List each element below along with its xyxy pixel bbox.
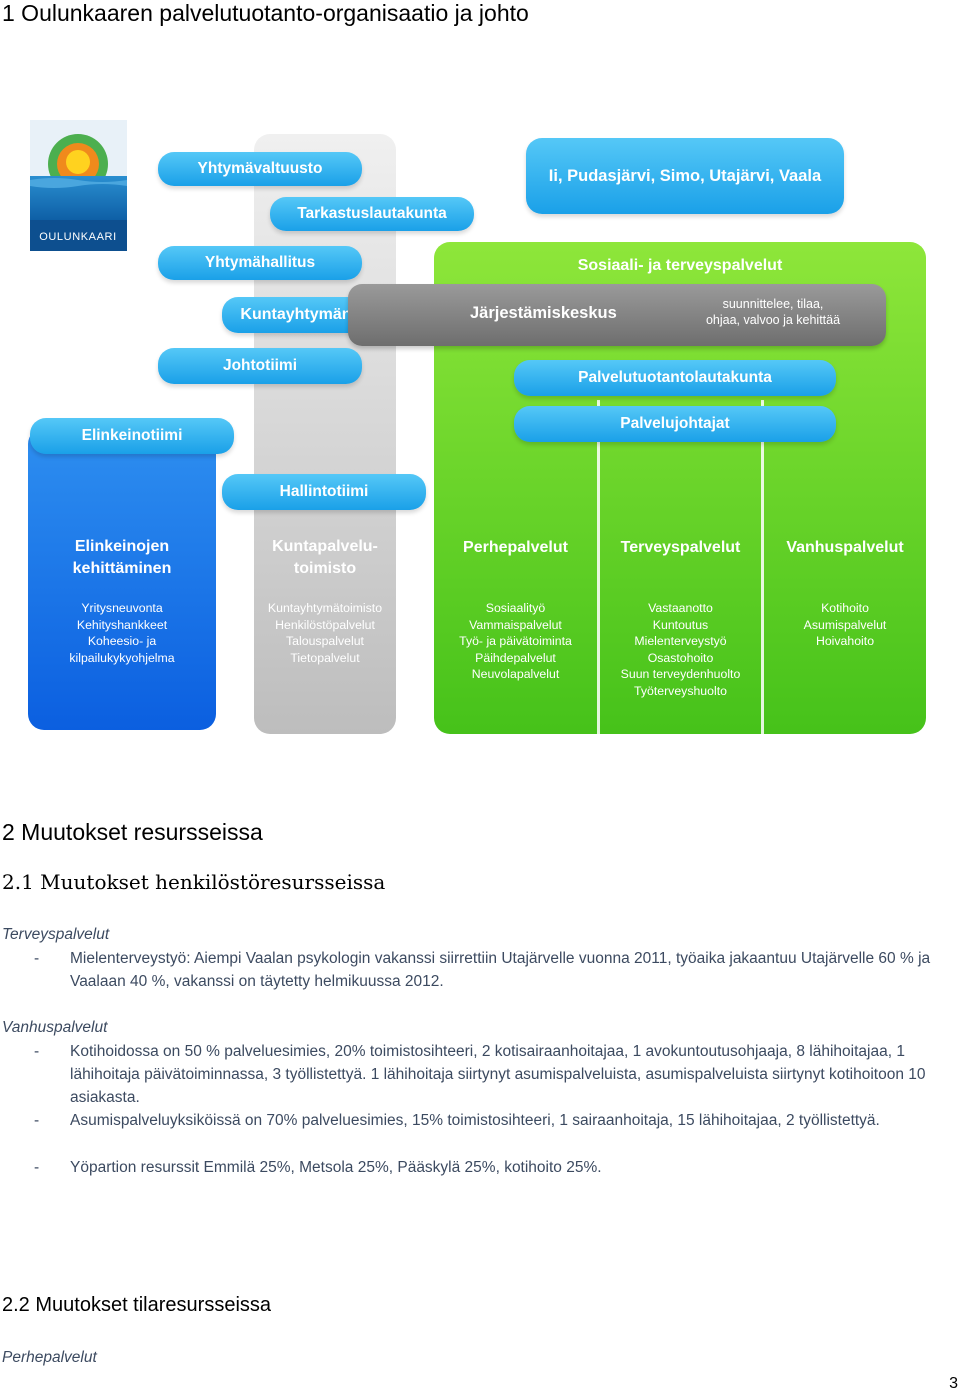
list-item: - Yöpartion resurssit Emmilä 25%, Metsol…	[34, 1159, 602, 1176]
col-items: Kotihoito Asumispalvelut Hoivahoito	[803, 601, 887, 648]
column-elinkeinot	[28, 428, 216, 730]
elinkeinotiimi-box: Elinkeinotiimi	[30, 418, 234, 454]
yhtymahallitus-box: Yhtymähallitus	[158, 246, 362, 280]
lautakunta-box: Palvelutuotantolautakunta	[514, 360, 836, 396]
col-items: Yritysneuvonta Kehityshankkeet Koheesio-…	[69, 601, 175, 665]
page-number: 3	[949, 1375, 958, 1392]
oulunkaari-logo: OULUNKAARI	[30, 120, 127, 251]
subsection-heading: 2.2 Muutokset tilaresursseissa	[2, 1294, 272, 1316]
category-label: Perhepalvelut	[2, 1349, 97, 1366]
org-chart: OULUNKAARI Yhtymävaltuusto Tarkastuslaut…	[20, 110, 940, 750]
col-heading: Perhepalvelut	[463, 539, 568, 556]
col-heading: Vanhuspalvelut	[786, 539, 904, 556]
list-item: - Kotihoidossa on 50 % palveluesimies, 2…	[34, 1043, 926, 1106]
johtotiimi-box: Johtotiimi	[158, 348, 362, 384]
list-item: - Asumispalveluyksiköissä on 70% palvelu…	[34, 1112, 880, 1129]
member-municipalities-box: Ii, Pudasjärvi, Simo, Utajärvi, Vaala	[526, 138, 844, 214]
palvelujohtajat-box: Palvelujohtajat	[514, 406, 836, 442]
category-label: Terveyspalvelut	[2, 926, 110, 943]
sun-sea-icon: OULUNKAARI	[30, 120, 127, 251]
yhtymavaltuusto-box: Yhtymävaltuusto	[158, 152, 362, 186]
jarjestamiskeskus-desc: suunnittelee, tilaa, ohjaa, valvoo ja ke…	[705, 297, 841, 327]
col-heading: Kuntapalvelu- toimisto	[272, 538, 378, 577]
col-heading: Elinkeinojen kehittäminen	[72, 538, 172, 577]
logo-text: OULUNKAARI	[39, 231, 117, 243]
subsection-heading: 2.1 Muutokset henkilöstöresursseissa	[2, 870, 386, 894]
page-heading: 1 Oulunkaaren palvelutuotanto-organisaat…	[2, 0, 529, 26]
list-item: - Mielenterveystyö: Aiempi Vaalan psykol…	[34, 950, 931, 990]
jarjestamiskeskus-label: Järjestämiskeskus	[470, 304, 617, 322]
tarkastuslautakunta-box: Tarkastuslautakunta	[270, 197, 474, 231]
hallintotiimi-box: Hallintotiimi	[222, 474, 426, 510]
sote-heading: Sosiaali- ja terveyspalvelut	[577, 257, 783, 274]
divider	[597, 400, 600, 734]
col-items: Vastaanotto Kuntoutus Mielenterveystyö O…	[620, 601, 741, 698]
jarjestamiskeskus-box: Järjestämiskeskus suunnittelee, tilaa, o…	[348, 284, 886, 346]
col-items: Kuntayhtymätoimisto Henkilöstöpalvelut T…	[267, 601, 383, 665]
divider	[761, 400, 764, 734]
section-heading: 2 Muutokset resursseissa	[2, 819, 263, 845]
column-kuntapalvelu	[254, 134, 396, 734]
col-heading: Terveyspalvelut	[620, 539, 741, 556]
category-label: Vanhuspalvelut	[2, 1019, 108, 1036]
col-items: Sosiaalityö Vammaispalvelut Työ- ja päiv…	[459, 601, 572, 681]
